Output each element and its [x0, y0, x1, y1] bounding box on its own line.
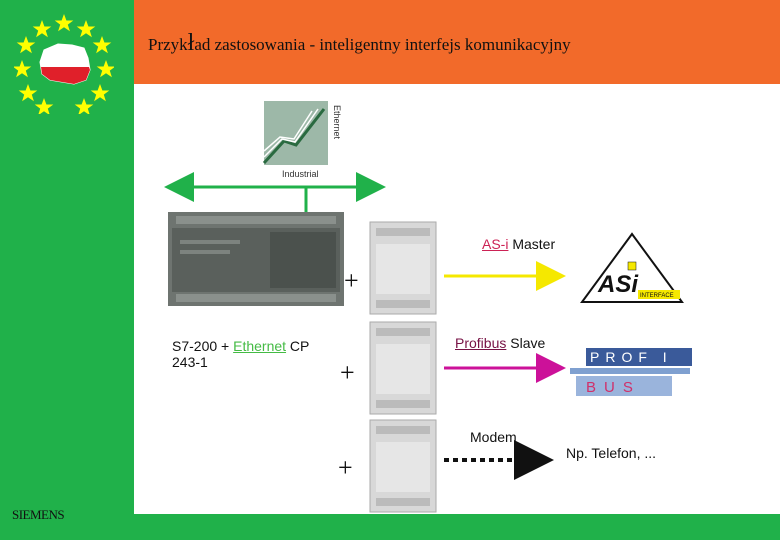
plus-sign-1: + — [344, 266, 359, 295]
ethernet-logo-text: Ethernet — [332, 105, 342, 140]
eu-poland-emblem-icon — [14, 14, 114, 114]
phone-label: Np. Telefon, ... — [566, 445, 657, 461]
expansion-module-3 — [369, 419, 437, 513]
header-bar — [134, 0, 780, 84]
expansion-module-1 — [369, 221, 437, 315]
footer-bar — [134, 514, 780, 540]
left-sidebar — [0, 0, 134, 540]
plus-sign-2: + — [340, 358, 355, 387]
profibus-logo-icon: PROF I BUS — [570, 348, 692, 396]
asi-master-label: AS-i Master — [482, 236, 556, 252]
svg-text:INTERFACE: INTERFACE — [640, 293, 674, 299]
plus-sign-3: + — [338, 453, 353, 482]
svg-text:PROF I: PROF I — [590, 349, 673, 365]
modem-label: Modem — [470, 429, 517, 445]
svg-text:BUS: BUS — [586, 379, 641, 396]
page-title: Przykład zastosowania - inteligentny int… — [148, 30, 571, 56]
asi-interface-logo-icon: ASi INTERFACE — [580, 232, 684, 303]
plc-s7-200 — [168, 212, 344, 306]
svg-text:ASi: ASi — [597, 271, 639, 298]
siemens-logo: SIEMENS — [12, 507, 65, 522]
expansion-module-2 — [369, 321, 437, 415]
profibus-slave-label: Profibus Slave — [455, 335, 546, 351]
